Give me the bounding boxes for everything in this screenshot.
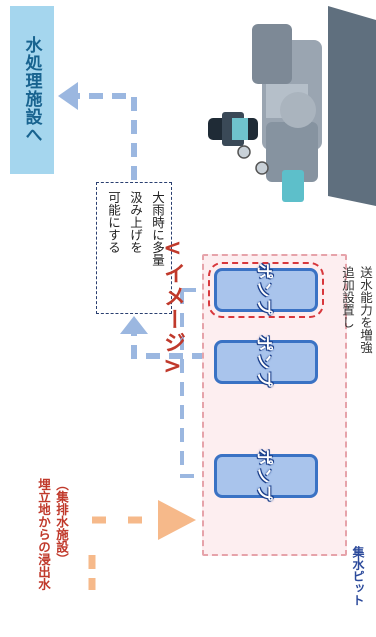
pump-added: ポンプ [208, 262, 324, 318]
source-line-2: （集排水施設） [54, 478, 69, 566]
pump-label: ポンプ [255, 263, 274, 317]
note-box: 大雨時に多量 汲み上げを 可能にする [96, 182, 172, 314]
pit-label: 集水ピット [351, 546, 365, 606]
pump-label: ポンプ [255, 449, 274, 503]
added-note-line-1: 追加設置し [340, 266, 355, 329]
note-line-3: 可能にする [106, 191, 121, 254]
source-line-1: 埋立地からの浸出水 [36, 478, 51, 591]
pump-label: ポンプ [255, 335, 274, 389]
image-title: <イメージ> [160, 236, 185, 380]
note-line-1: 大雨時に多量 [150, 191, 165, 266]
note-line-2: 汲み上げを [128, 191, 143, 254]
inflow-arrowhead [158, 500, 196, 540]
destination-label: 水処理施設へ [21, 36, 42, 144]
destination-box: 水処理施設へ [10, 6, 54, 174]
pump-existing-2: ポンプ [214, 449, 318, 503]
destination-arrowhead [58, 82, 78, 110]
added-note-line-2: 送水能力を増強 [358, 266, 373, 354]
pump-machine-illustration [208, 6, 376, 206]
pump-existing-1: ポンプ [214, 335, 318, 389]
upflow-arrowhead [120, 316, 148, 334]
leachate-inflow-arrow [88, 516, 150, 590]
treated-flow-arrow [74, 93, 137, 180]
